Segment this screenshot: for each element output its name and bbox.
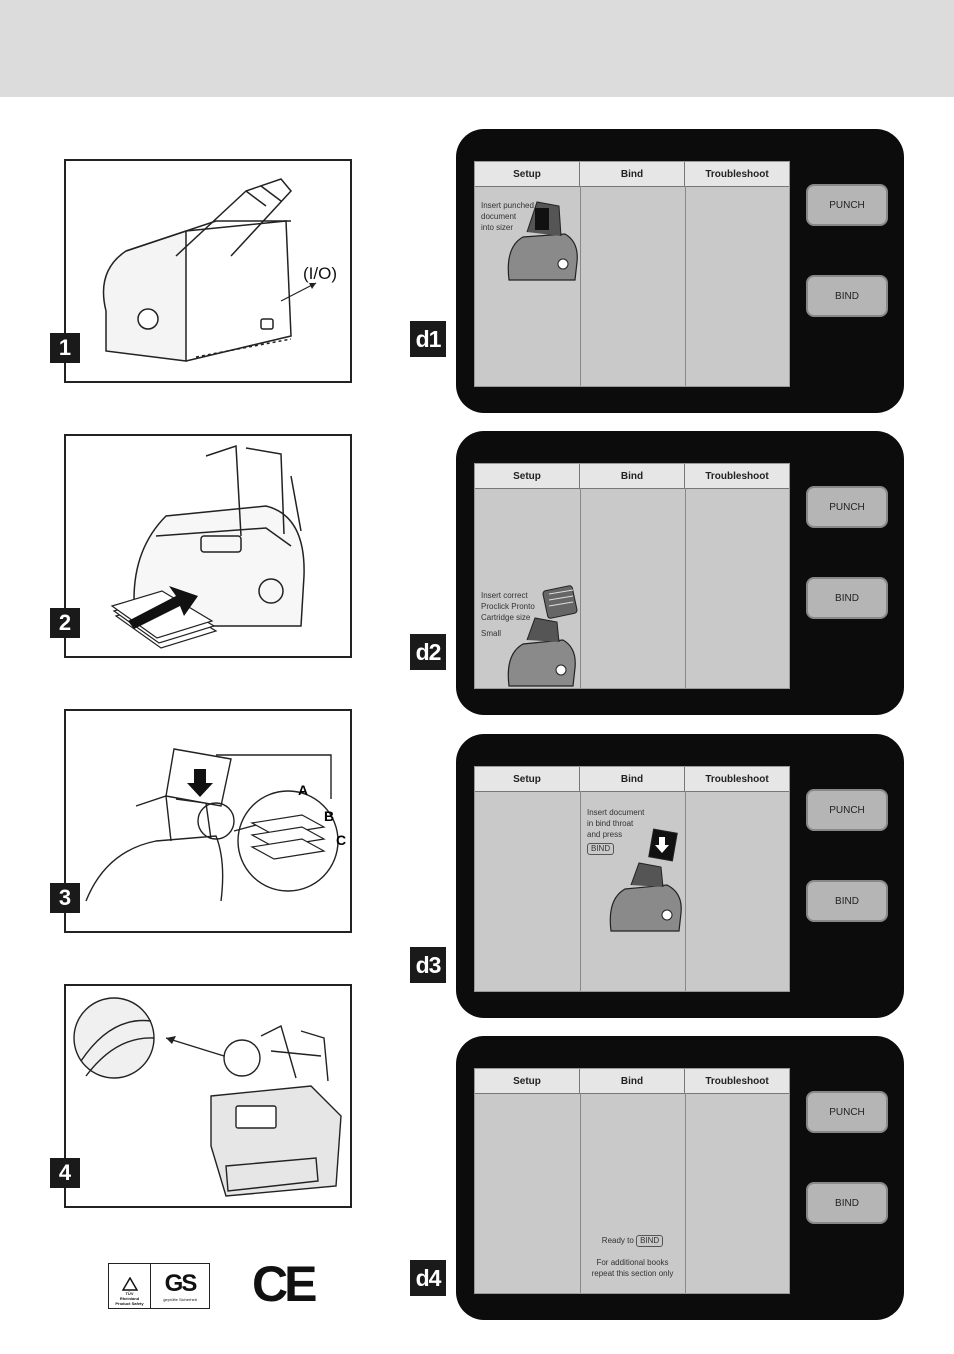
step-number-3: 3 (50, 883, 80, 913)
instruction-text: Insert correct Proclick Pronto Cartridge… (481, 591, 535, 638)
lid-closing-drawing (73, 997, 342, 1197)
machine-bind-throat-icon (609, 828, 682, 932)
control-panel-d3: Setup Bind Troubleshoot Insert document … (456, 734, 904, 1018)
tuv-mark: TÜV Rheinland Product Safety (109, 1264, 151, 1308)
tab-setup[interactable]: Setup (475, 162, 580, 186)
control-panel-d4: Setup Bind Troubleshoot Ready to BIND Fo… (456, 1036, 904, 1320)
tab-troubleshoot[interactable]: Troubleshoot (705, 1075, 769, 1087)
step-number-2: 2 (50, 608, 80, 638)
step-2-illustration (64, 434, 352, 658)
panel-label-d2: d2 (410, 634, 446, 670)
tab-bind[interactable]: Bind (580, 767, 685, 791)
panel-label-d3: d3 (410, 947, 446, 983)
gs-mark: GS geprüfte Sicherheit (163, 1269, 197, 1302)
touch-screen-d1: Setup Bind Troubleshoot Insert punched d… (474, 161, 790, 387)
machine-open-lid-drawing: (I/O) (102, 178, 337, 362)
bind-reference-button: BIND (636, 1235, 664, 1247)
punch-button[interactable]: PUNCH (806, 184, 888, 226)
tuv-triangle-icon (121, 1277, 138, 1291)
ce-mark: CE (252, 1256, 317, 1312)
tuv-gs-certification: TÜV Rheinland Product Safety GS geprüfte… (108, 1263, 210, 1309)
step-4-illustration (64, 984, 352, 1208)
callout-c: C (336, 832, 346, 848)
cartridge-size: Small (481, 629, 502, 638)
tab-setup[interactable]: Setup (475, 767, 580, 791)
punch-button[interactable]: PUNCH (806, 789, 888, 831)
panel-label-d4: d4 (410, 1260, 446, 1296)
machine-sizer-icon (507, 201, 578, 281)
header-band (0, 0, 954, 97)
bind-reference-button: BIND (587, 843, 615, 855)
tab-troubleshoot[interactable]: Troubleshoot (705, 168, 769, 180)
instruction-text: Insert document in bind throat and press… (587, 808, 645, 855)
touch-screen-d2: Setup Bind Troubleshoot Insert correct P… (474, 463, 790, 689)
step-3-illustration: A B C (64, 709, 352, 933)
bind-button[interactable]: BIND (806, 577, 888, 619)
machine-insert-paper-drawing (110, 444, 305, 649)
step-number-1: 1 (50, 333, 80, 363)
bind-button[interactable]: BIND (806, 1182, 888, 1224)
cartridge-insert-drawing: A B C (85, 748, 346, 902)
panel-label-d1: d1 (410, 321, 446, 357)
callout-a: A (298, 782, 308, 798)
control-panel-d1: Setup Bind Troubleshoot Insert punched d… (456, 129, 904, 413)
touch-screen-d4: Setup Bind Troubleshoot Ready to BIND Fo… (474, 1068, 790, 1294)
tab-setup[interactable]: Setup (475, 464, 580, 488)
io-callout: (I/O) (303, 264, 337, 283)
instruction-text: Insert punched document into sizer (481, 201, 534, 232)
tab-setup[interactable]: Setup (475, 1069, 580, 1093)
bind-button[interactable]: BIND (806, 275, 888, 317)
step-number-4: 4 (50, 1158, 80, 1188)
control-panel-d2: Setup Bind Troubleshoot Insert correct P… (456, 431, 904, 715)
tab-bind[interactable]: Bind (580, 162, 685, 186)
touch-screen-d3: Setup Bind Troubleshoot Insert document … (474, 766, 790, 992)
tab-troubleshoot[interactable]: Troubleshoot (705, 470, 769, 482)
callout-b: B (324, 808, 334, 824)
machine-cartridge-icon (507, 585, 578, 687)
step-1-illustration: (I/O) (64, 159, 352, 383)
repeat-note: For additional books repeat this section… (591, 1258, 674, 1278)
punch-button[interactable]: PUNCH (806, 1091, 888, 1133)
bind-button[interactable]: BIND (806, 880, 888, 922)
tab-bind[interactable]: Bind (580, 1069, 685, 1093)
punch-button[interactable]: PUNCH (806, 486, 888, 528)
tab-troubleshoot[interactable]: Troubleshoot (705, 773, 769, 785)
ready-message: Ready to BIND (580, 1235, 685, 1247)
tab-bind[interactable]: Bind (580, 464, 685, 488)
